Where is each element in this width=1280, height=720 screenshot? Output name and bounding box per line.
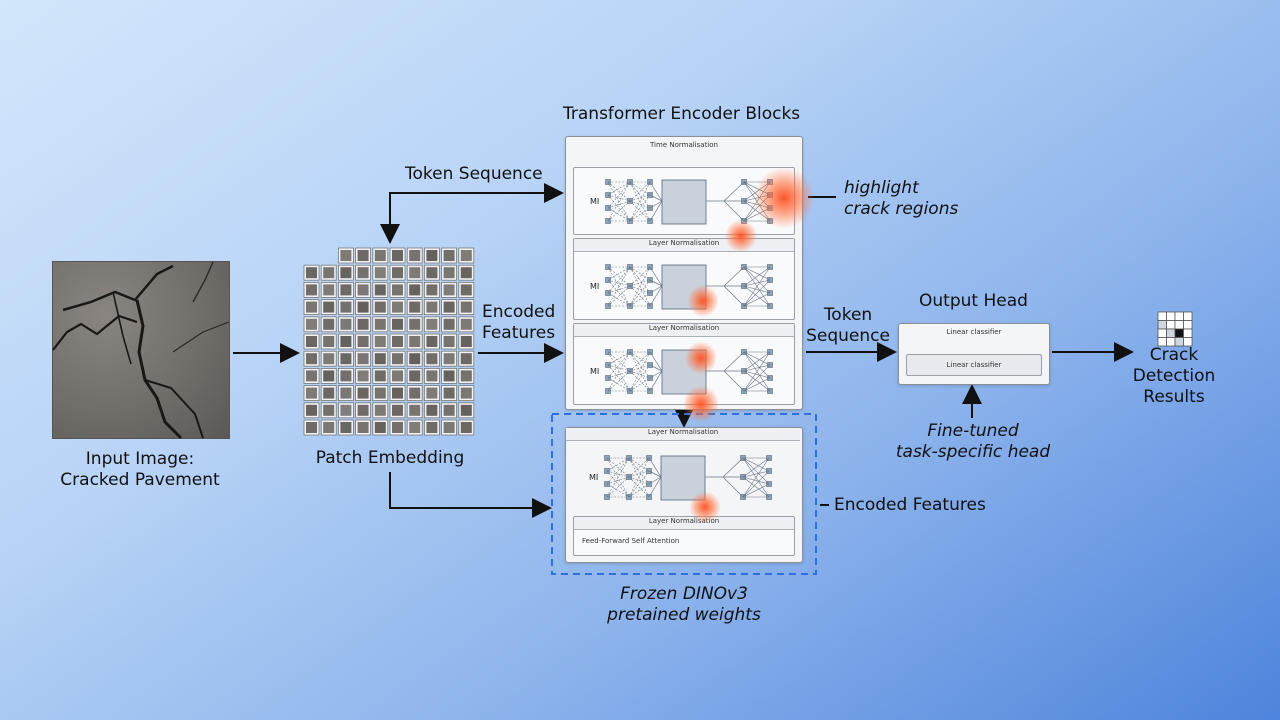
results-line1: Crack [1124,345,1224,366]
result-cell [1158,329,1167,338]
result-cell [1158,321,1167,330]
results-label: Crack Detection Results [1124,345,1224,408]
result-cell [1167,312,1176,321]
result-cell [1175,329,1184,338]
result-cell [1184,329,1193,338]
results-line2: Detection [1124,366,1224,387]
result-cell [1184,312,1193,321]
result-cell [1175,321,1184,330]
result-cell [1167,321,1176,330]
result-cell [1167,329,1176,338]
result-cell [1158,312,1167,321]
result-cell [1184,321,1193,330]
result-cell [1175,312,1184,321]
results-line3: Results [1124,387,1224,408]
